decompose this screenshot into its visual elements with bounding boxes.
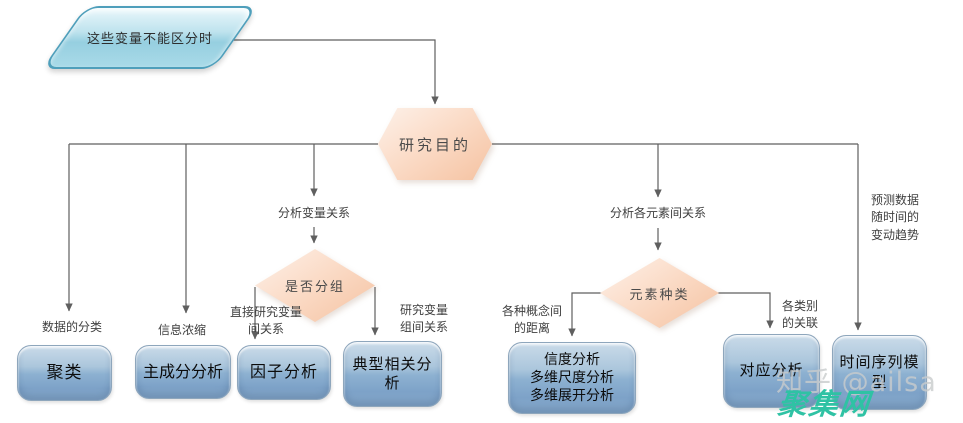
process-box-correspondence: 对应分析 xyxy=(723,334,820,408)
edge-label-info-condense: 信息浓缩 xyxy=(157,323,207,337)
edge-to-reliability xyxy=(568,292,602,337)
purpose-hexagon-label: 研究目的 xyxy=(378,108,492,180)
decision-diamond-grouping: 是否分组 xyxy=(255,249,375,322)
edge-to-correspondence xyxy=(718,292,774,329)
edge-label-group-relation: 研究变量组间关系 xyxy=(399,303,449,335)
watermark-site: 聚集网 xyxy=(776,387,873,421)
time-series-label: 时间序列模型 xyxy=(839,353,920,391)
edge-label-category-association: 各类别的关联 xyxy=(781,299,819,331)
process-box-time-series: 时间序列模型 xyxy=(832,335,927,410)
process-box-pca: 主成分分析 xyxy=(135,345,231,399)
edge-start-to-purpose xyxy=(232,39,439,105)
start-node-parallelogram: 这些变量不能区分时 xyxy=(41,6,259,69)
purpose-hexagon-node: 研究目的 xyxy=(378,108,492,180)
process-box-cluster: 聚类 xyxy=(17,345,112,401)
canonical-correlation-label: 典型相关分析 xyxy=(352,354,433,393)
process-box-reliability-mds: 信度分析多维尺度分析多维展开分析 xyxy=(508,342,636,414)
process-box-canonical-correlation: 典型相关分析 xyxy=(343,341,442,407)
watermark-zhihu: 知乎 @ailsa xyxy=(776,367,937,398)
decision-element-type-label: 元素种类 xyxy=(600,258,719,328)
decision-diamond-element-type: 元素种类 xyxy=(600,258,719,328)
edge-label-concept-distance: 各种概念间的距离 xyxy=(501,304,563,336)
start-node-label: 这些变量不能区分时 xyxy=(86,32,213,47)
process-box-factor-analysis: 因子分析 xyxy=(237,345,331,400)
edge-label-predict-trend: 预测数据随时间的变动趋势 xyxy=(871,193,920,242)
edge-label-data-classification: 数据的分类 xyxy=(41,320,103,334)
edge-label-analyze-element-relation: 分析各元素间关系 xyxy=(609,206,707,220)
edge-label-analyze-variable-relation: 分析变量关系 xyxy=(277,206,351,220)
edge-label-direct-study: 直接研究变量间关系 xyxy=(229,305,303,337)
